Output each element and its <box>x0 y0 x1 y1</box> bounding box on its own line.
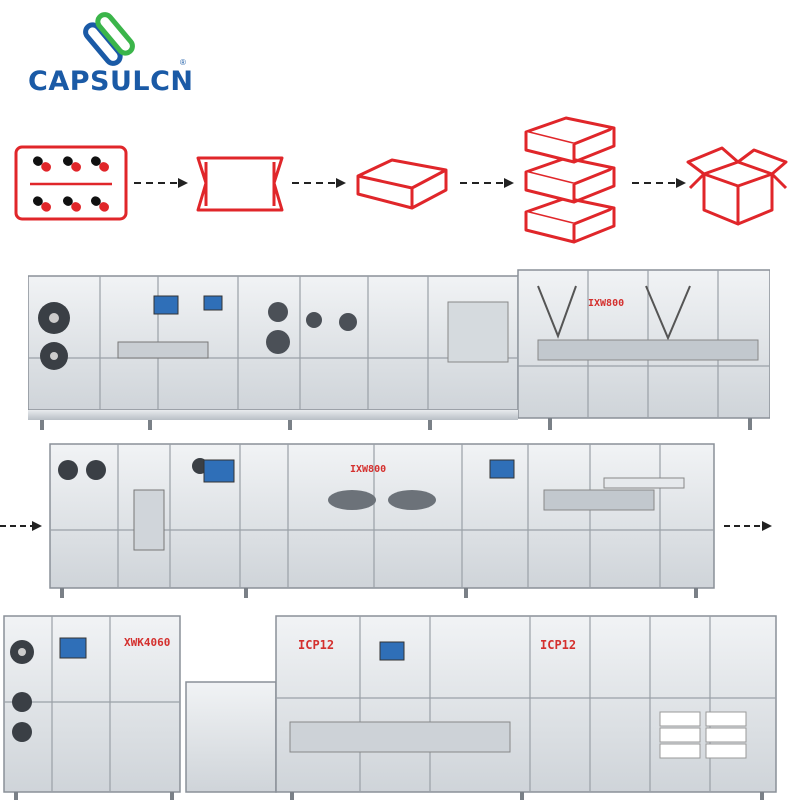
model-label-xwk4060: XWK4060 <box>124 636 171 649</box>
single-carton-icon <box>356 158 448 210</box>
dashed-arrow-icon <box>292 178 346 188</box>
dashed-arrow-icon <box>134 178 188 188</box>
dashed-arrow-icon <box>460 178 514 188</box>
stacked-cartons-icon <box>524 116 616 244</box>
model-label-icp12-b: ICP12 <box>540 638 577 652</box>
capsule-logo-icon <box>83 12 135 66</box>
dashed-arrow-icon <box>632 178 686 188</box>
packaging-line-icon <box>49 443 715 598</box>
model-label-icp12-a: ICP12 <box>298 638 335 652</box>
dashed-arrow-icon <box>0 521 42 531</box>
process-flow <box>0 112 800 262</box>
dashed-arrow-icon <box>724 521 772 531</box>
registered-mark: ® <box>180 58 186 67</box>
packaging-line-2: IXW800 <box>44 430 720 600</box>
packaging-line-1: IXW800 <box>28 262 770 438</box>
brand-logo: CAPSULCN ® <box>28 8 193 98</box>
model-label-ixw800-line2: IXW800 <box>350 464 387 475</box>
brand-name: CAPSULCN <box>28 66 194 97</box>
packaging-line-icon <box>3 615 777 800</box>
model-label-ixw800: IXW800 <box>588 298 625 309</box>
capsule-blister-icon <box>14 145 128 221</box>
packaging-line-icon <box>28 269 770 430</box>
open-shipping-box-icon <box>686 146 788 226</box>
sachet-pouch-icon <box>196 156 284 212</box>
packaging-line-3: XWK4060 ICP12 ICP12 <box>0 602 800 800</box>
